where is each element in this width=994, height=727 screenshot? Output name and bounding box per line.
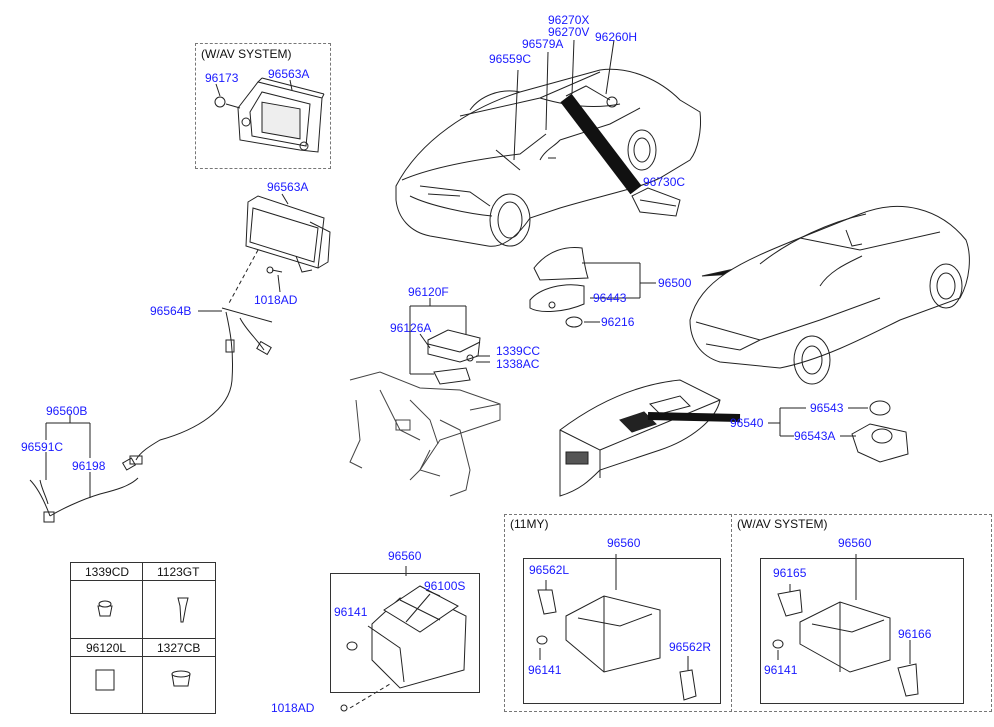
unit-11my-box	[523, 558, 721, 704]
main-unit-drawing	[340, 585, 467, 712]
callout-96270X[interactable]: 96270X	[548, 13, 590, 27]
table-part-drawings	[95, 597, 191, 691]
callout-96543[interactable]: 96543	[810, 401, 844, 415]
callout-96543A[interactable]: 96543A	[794, 429, 836, 443]
table-cell-1339CD: 1339CD	[85, 565, 130, 579]
callout-1338AC[interactable]: 1338AC	[496, 357, 540, 371]
parts-table-hline2	[70, 638, 216, 639]
parts-table-hline3	[70, 656, 216, 657]
callout-96563A-inset[interactable]: 96563A	[268, 67, 310, 81]
callout-96579A[interactable]: 96579A	[522, 37, 564, 51]
callout-96270V[interactable]: 96270V	[548, 25, 590, 39]
callout-96120F[interactable]: 96120F	[408, 285, 449, 299]
table-cell-1123GT: 1123GT	[157, 565, 200, 579]
callout-96730C[interactable]: 96730C	[643, 175, 686, 189]
callout-96560B[interactable]: 96560B	[46, 404, 88, 418]
dash-frame-drawing	[349, 371, 501, 497]
main-unit-box	[330, 573, 480, 693]
callout-96563A[interactable]: 96563A	[267, 180, 309, 194]
callout-96198[interactable]: 96198	[72, 459, 106, 473]
callout-96562L[interactable]: 96562L	[529, 563, 570, 577]
callout-96165[interactable]: 96165	[773, 566, 807, 580]
car-rear-drawing	[689, 206, 970, 385]
parts-table-hline1	[70, 580, 216, 581]
callout-1018AD-lower[interactable]: 1018AD	[271, 701, 315, 715]
callout-96166[interactable]: 96166	[898, 627, 932, 641]
callout-96100S[interactable]: 96100S	[424, 579, 466, 593]
callout-96591C[interactable]: 96591C	[21, 440, 64, 454]
shark-fin-antenna-drawing	[529, 247, 589, 328]
module-96120F-drawing	[427, 329, 481, 385]
harness-96560B-drawing	[29, 457, 139, 523]
unit-11my-drawing	[536, 589, 697, 701]
harness-drawing	[129, 307, 273, 465]
variants-dashed-box	[504, 514, 992, 712]
note-av-system-bottom: (W/AV SYSTEM)	[737, 517, 828, 531]
av-head-unit-drawing	[214, 77, 325, 153]
callout-96564B[interactable]: 96564B	[150, 304, 192, 318]
callout-96141-main[interactable]: 96141	[334, 605, 368, 619]
table-cell-96120L: 96120L	[86, 641, 127, 655]
callout-96560-av[interactable]: 96560	[838, 536, 872, 550]
table-cell-1327CB: 1327CB	[157, 641, 201, 655]
callout-1018AD-upper[interactable]: 1018AD	[254, 293, 298, 307]
note-av-system-top: (W/AV SYSTEM)	[201, 47, 292, 61]
callout-96126A[interactable]: 96126A	[390, 321, 432, 335]
callout-96173[interactable]: 96173	[205, 71, 239, 85]
variants-divider	[731, 514, 732, 712]
unit-av-drawing	[772, 589, 919, 697]
console-drawing	[559, 379, 721, 497]
note-11my: (11MY)	[510, 517, 549, 531]
callout-96500[interactable]: 96500	[658, 276, 692, 290]
callout-96560-main[interactable]: 96560	[388, 549, 422, 563]
callout-96540[interactable]: 96540	[730, 416, 764, 430]
callout-96562R[interactable]: 96562R	[669, 640, 712, 654]
controller-drawing	[851, 400, 909, 463]
monitor-drawing	[245, 193, 331, 273]
unit-av-box	[760, 558, 964, 704]
callout-96443[interactable]: 96443	[593, 291, 627, 305]
callout-96141-11my[interactable]: 96141	[528, 663, 562, 677]
callout-96260H[interactable]: 96260H	[595, 30, 638, 44]
av-system-inset-box	[195, 43, 331, 169]
car-front-drawing	[395, 68, 701, 247]
callout-96560-11my[interactable]: 96560	[607, 536, 641, 550]
callout-96216[interactable]: 96216	[601, 315, 635, 329]
module-96730C-drawing	[631, 187, 681, 217]
callout-1339CC[interactable]: 1339CC	[496, 344, 541, 358]
callout-96141-av[interactable]: 96141	[764, 663, 798, 677]
callout-96559C[interactable]: 96559C	[489, 52, 532, 66]
